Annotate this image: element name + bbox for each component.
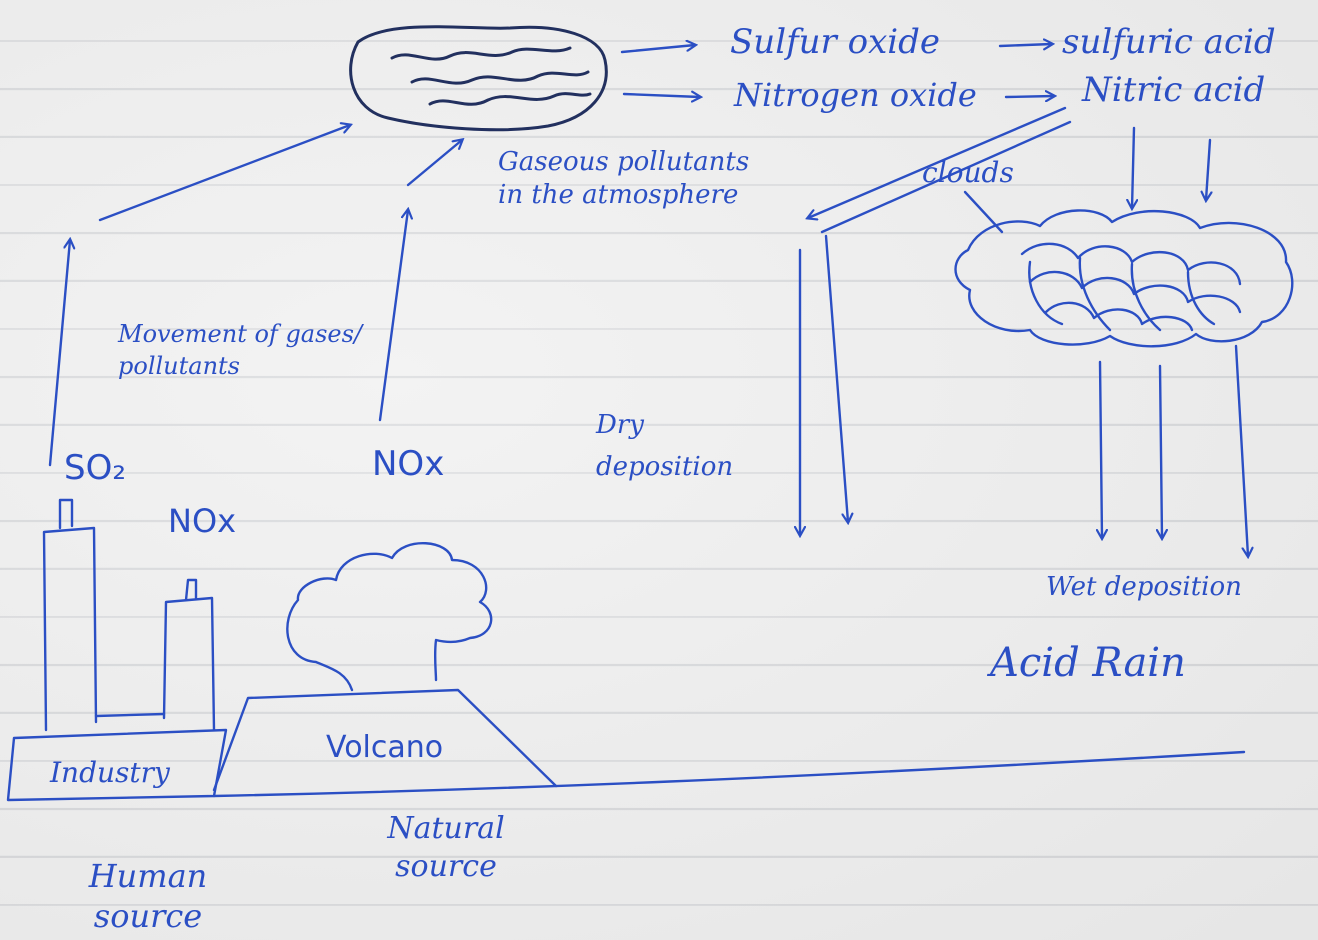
volcano-label: Volcano [326,730,444,765]
acid-into-cloud-arrows [1132,126,1210,208]
clouds-pointer [963,190,1004,234]
industry-building [6,498,228,802]
sulfuric-acid-label: sulfuric acid [1062,22,1276,62]
clouds-label: clouds [922,156,1014,189]
wet-deposition-arrows [1100,344,1248,556]
nox-chimney-label: NOx [168,502,237,540]
human-source-label: Human source [88,857,208,935]
natural-source-label: Natural source [387,811,505,884]
nox-volcano-label: NOx [372,444,445,484]
sulfur-oxide-label: Sulfur oxide [730,22,941,62]
dry-deposition-label: Dry deposition [596,410,734,482]
wet-deposition-label: Wet deposition [1046,572,1242,602]
nitric-acid-label: Nitric acid [1082,70,1266,110]
so2-label: SO₂ [64,448,126,488]
ground-line [212,750,1246,798]
volcano-shape [212,542,558,792]
movement-arrows [48,125,462,467]
movement-label: Movement of gases/ pollutants [118,320,363,380]
nitrogen-oxide-label: Nitrogen oxide [734,76,977,114]
atmosphere-cloud [349,25,608,132]
atmosphere-label: Gaseous pollutants in the atmosphere [498,147,750,210]
industry-label: Industry [50,756,170,789]
reaction-arrows [620,44,1054,97]
dry-deposition-arrows [800,106,1072,535]
rain-cloud [954,209,1294,348]
acid-rain-label: Acid Rain [990,640,1186,686]
